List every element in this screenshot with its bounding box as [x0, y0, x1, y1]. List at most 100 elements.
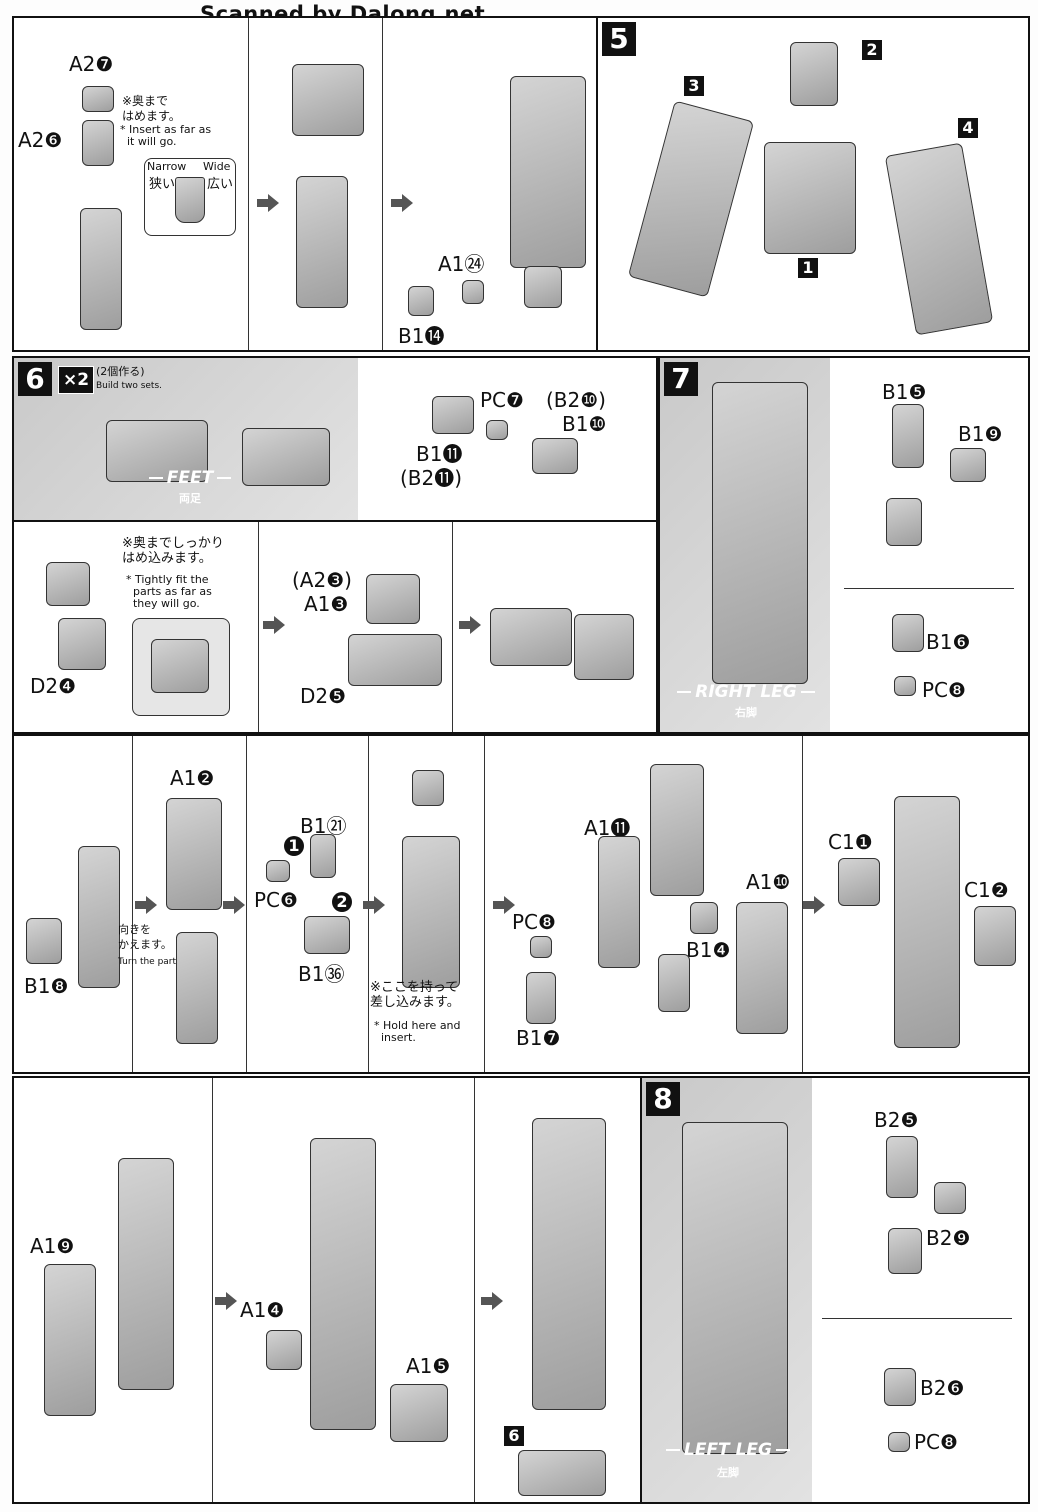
- feet-label-jp: 両足: [179, 492, 201, 505]
- part-b2-6: [884, 1368, 916, 1406]
- panel-step-5: 5 2 3 4 1: [596, 16, 1030, 352]
- x2-note-en: Build two sets.: [96, 381, 163, 391]
- label-b1-10: B1❿: [562, 412, 607, 436]
- label-b1-6: B1❻: [926, 630, 971, 654]
- step-number-7: 7: [664, 362, 698, 396]
- label-c1-1: C1❶: [828, 830, 873, 854]
- label-wide: Wide: [203, 160, 231, 173]
- part-b1-5: [892, 404, 924, 468]
- part-b1-7: [526, 972, 556, 1024]
- flow-arrow: [215, 1292, 237, 1310]
- left-leg-label-jp: 左脚: [717, 1466, 739, 1479]
- label-d2-5: D2❺: [300, 684, 347, 708]
- part-head: [790, 42, 838, 106]
- part-a1-10: [736, 902, 788, 1034]
- part-leg-upper: [650, 764, 704, 896]
- label-b2-11: (B2⓫): [400, 466, 463, 490]
- flow-arrow: [481, 1292, 503, 1310]
- divider: [382, 18, 383, 350]
- part-left-arm: [884, 142, 994, 336]
- part-b1-4: [658, 954, 690, 1012]
- part-a2-7: [82, 86, 114, 112]
- step-number-6: 6: [18, 362, 52, 396]
- step-badge-2: 2: [332, 892, 352, 912]
- callout-box-1: 1: [798, 258, 818, 278]
- divider: [248, 18, 249, 350]
- part-b2-9: [934, 1182, 966, 1214]
- divider: [246, 736, 247, 1072]
- part-leg-frame-b: [310, 1138, 376, 1430]
- part-head-body: [296, 176, 348, 308]
- label-b1-14: B1⓮: [398, 324, 445, 348]
- part-cross-section: [175, 177, 205, 223]
- feet-label: FEET: [166, 468, 214, 488]
- part-d2-4: [58, 618, 106, 670]
- label-pc-8c: PC❽: [914, 1430, 958, 1454]
- label-b1-9: B1❾: [958, 422, 1003, 446]
- note-tight-jp: ※奥までしっかり はめ込みます。: [122, 536, 224, 566]
- part-leg-complete: [532, 1118, 606, 1410]
- divider: [452, 522, 453, 732]
- part-foot-attach: [518, 1450, 606, 1496]
- part-pc-6: [266, 860, 290, 882]
- panel-step-8: 8 LEFT LEG 左脚 B2❺ B2❾ B2❻ PC❽: [640, 1076, 1030, 1504]
- fit-detail-callout: [132, 618, 230, 716]
- divider: [132, 736, 133, 1072]
- part-foot-left: [106, 420, 208, 482]
- part-d2-5: [348, 634, 442, 686]
- label-pc-7: PC❼: [480, 388, 524, 412]
- narrow-wide-callout: Narrow Wide 狭い 広い: [144, 158, 236, 236]
- label-b2-6: B2❻: [920, 1376, 965, 1400]
- part-a1-3: [366, 574, 420, 624]
- part-pc-8c: [888, 1432, 910, 1452]
- part-head-assembled: [510, 76, 586, 268]
- part-foot-assembled: [490, 608, 572, 666]
- divider: [258, 522, 259, 732]
- label-b1-36: B1㊱: [298, 962, 345, 986]
- label-pc-8: PC❽: [922, 678, 966, 702]
- part-head-top: [292, 64, 364, 136]
- part-b1-21: [310, 834, 336, 878]
- panel-step-6-top: 6 ×2 (2個作る) Build two sets. FEET 両足 PC❼ …: [12, 356, 658, 522]
- step-badge-1: 1: [284, 836, 304, 856]
- flow-arrow: [135, 896, 157, 914]
- part-foot-ankle: [574, 614, 634, 680]
- label-d2-4: D2❹: [30, 674, 77, 698]
- divider: [484, 736, 485, 1072]
- panel-head-assembly: A2❼ ※奥まで はめます。 * Insert as far as it wil…: [12, 16, 598, 352]
- part-joint-b: [888, 1228, 922, 1274]
- step-number-5: 5: [602, 22, 636, 56]
- x2-badge: ×2: [58, 366, 94, 394]
- label-wide-jp: 広い: [207, 177, 234, 192]
- flow-arrow: [263, 616, 285, 634]
- part-b1-8: [26, 918, 62, 964]
- flow-arrow: [493, 896, 515, 914]
- part-right-leg: [712, 382, 808, 684]
- label-b2-5: B2❺: [874, 1108, 919, 1132]
- label-narrow-jp: 狭い: [149, 177, 176, 192]
- label-b1-5: B1❺: [882, 380, 927, 404]
- right-leg-label: RIGHT LEG: [695, 682, 797, 702]
- label-b2-9: B2❾: [926, 1226, 971, 1250]
- part-leg-screw: [412, 770, 444, 806]
- divider-line: [822, 1318, 1012, 1319]
- right-leg-caption: RIGHT LEG: [666, 682, 826, 702]
- part-leg-mid: [402, 836, 460, 988]
- callout-box-6: 6: [504, 1426, 524, 1446]
- flow-arrow: [223, 896, 245, 914]
- step-number-8: 8: [646, 1082, 680, 1116]
- part-foot-right: [242, 428, 330, 486]
- part-b1-11: [432, 396, 474, 434]
- callout-box-4: 4: [958, 118, 978, 138]
- part-b1-36: [304, 916, 350, 954]
- part-b1-6: [892, 614, 924, 652]
- part-a1-24: [462, 280, 484, 304]
- note-insert-jp: ※奥まで はめます。: [122, 94, 181, 123]
- part-c1-2: [974, 906, 1016, 966]
- part-a2-6: [82, 120, 114, 166]
- label-b1-8: B1❽: [24, 974, 69, 998]
- note-hold-en: * Hold here and insert.: [374, 1019, 461, 1044]
- label-a1-24: A1㉔: [438, 252, 485, 276]
- label-b1-11: B1⓫: [416, 442, 463, 466]
- part-leg-inner: [176, 932, 218, 1044]
